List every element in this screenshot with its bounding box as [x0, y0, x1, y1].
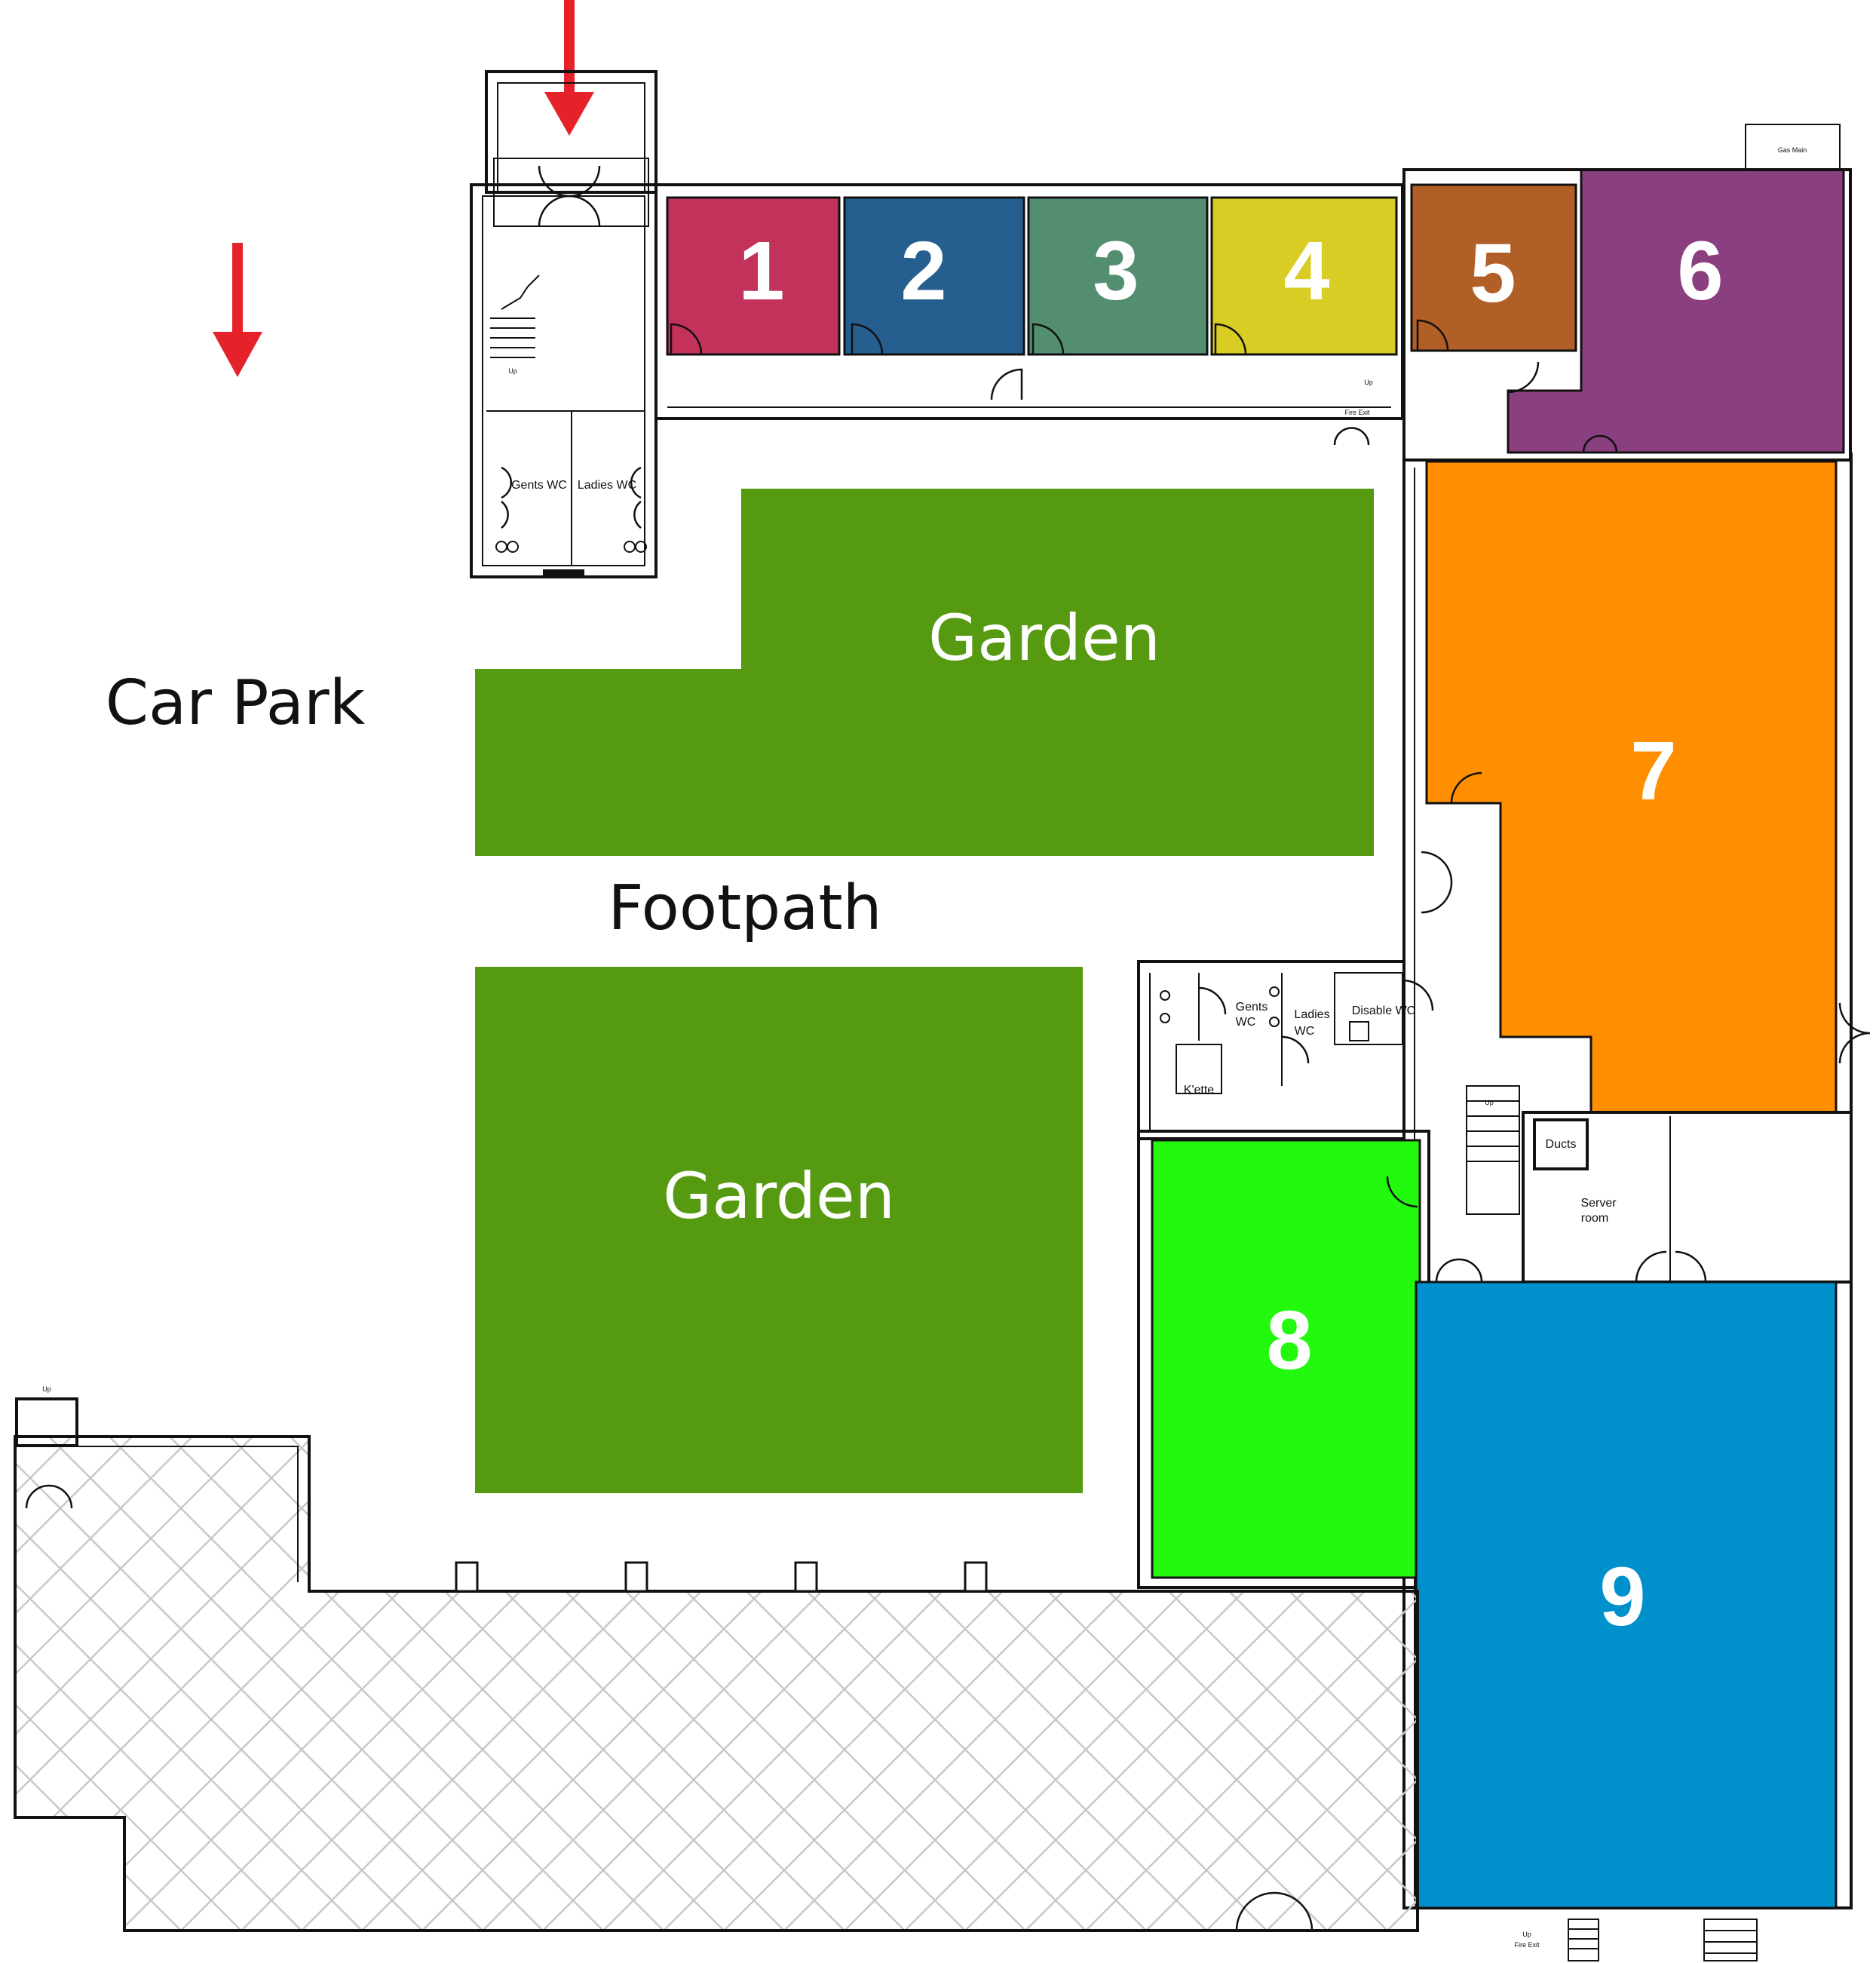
gents-wc-north-label: Gents WC	[511, 479, 567, 492]
fire-exit-label: Fire Exit	[1344, 409, 1370, 416]
kitchenette-label: K'ette	[1184, 1084, 1215, 1097]
room-3-label: 3	[1093, 225, 1139, 317]
room-8	[1151, 1139, 1421, 1579]
up-label-north: Up	[508, 367, 517, 375]
gents-wc-east-label-1: Gents	[1236, 1001, 1268, 1014]
south-stairs	[1568, 1919, 1758, 1961]
ducts-label: Ducts	[1546, 1138, 1577, 1151]
server-room-label-2: room	[1581, 1212, 1608, 1225]
up-label-west: Up	[42, 1385, 51, 1393]
ladies-wc-east-label-1: Ladies	[1294, 1008, 1329, 1021]
room-5	[1410, 183, 1577, 352]
room-3	[1027, 196, 1209, 356]
gents-wc-east-label-2: WC	[1236, 1016, 1256, 1029]
up-label-south: Up	[1522, 1931, 1531, 1938]
footpath-label: Footpath	[608, 873, 881, 944]
ladies-wc-east-label-2: WC	[1295, 1025, 1315, 1038]
garden-lower	[475, 967, 1083, 1493]
room-4-label: 4	[1283, 225, 1329, 317]
room-4	[1210, 196, 1398, 356]
room-7-label: 7	[1630, 725, 1676, 817]
east-toilet-block	[1137, 960, 1434, 1140]
room-2-label: 2	[900, 225, 946, 317]
garden-upper	[475, 489, 1374, 856]
room-8-label: 8	[1266, 1294, 1312, 1387]
garden-lower-label: Garden	[663, 1159, 895, 1233]
room-9	[1415, 1281, 1838, 1909]
up-label-stair: Up	[1485, 1099, 1494, 1106]
server-room-label-1: Server	[1580, 1197, 1617, 1210]
room-2	[843, 196, 1025, 356]
room-1	[666, 196, 841, 356]
disable-wc-label: Disable WC	[1352, 1005, 1415, 1017]
up-label-east: Up	[1364, 379, 1373, 386]
gas-main-box	[1745, 124, 1841, 170]
entrance-arrow-icon	[544, 0, 594, 136]
service-core	[1435, 1085, 1853, 1284]
entrance-block	[470, 70, 658, 578]
south-wing	[14, 1397, 1419, 1932]
ladies-wc-north-label: Ladies WC	[578, 479, 636, 492]
north-room-doors	[670, 319, 1618, 453]
car-park-arrow-icon	[213, 243, 262, 377]
fire-exit-south-label: Fire Exit	[1514, 1941, 1540, 1949]
car-park-label: Car Park	[106, 667, 366, 739]
room-6-label: 6	[1677, 225, 1723, 317]
garden-upper-label: Garden	[928, 601, 1160, 675]
room-1-label: 1	[738, 225, 784, 317]
room-9-label: 9	[1599, 1550, 1645, 1643]
gas-main-label: Gas Main	[1778, 146, 1807, 154]
room-5-label: 5	[1470, 227, 1516, 320]
